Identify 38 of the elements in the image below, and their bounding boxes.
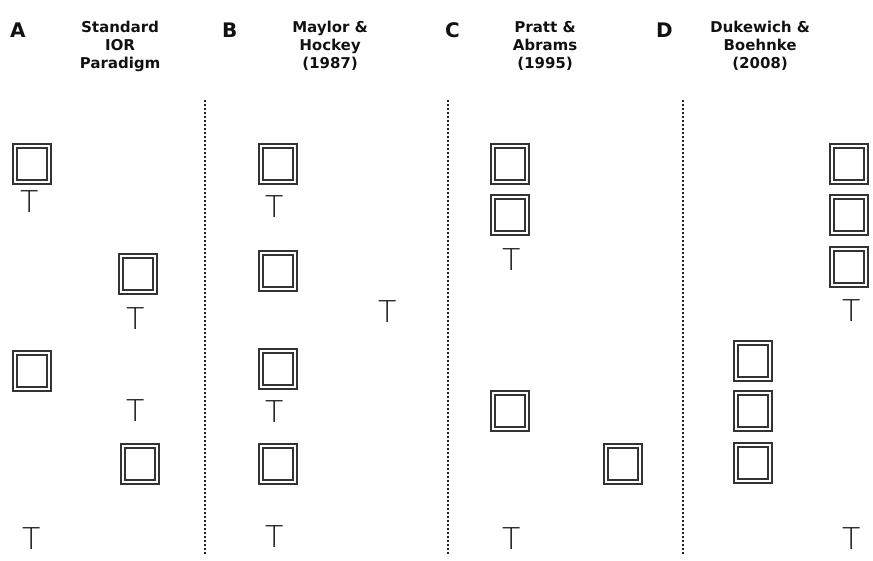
panel-letter: C [445,18,460,42]
target-letter: T [265,193,284,223]
target-letter: T [22,525,40,555]
double-square [258,443,298,485]
double-square [490,194,530,236]
target-letter: T [502,246,520,276]
target-letter: T [126,305,144,335]
target-letter: T [842,525,860,555]
double-square [490,390,530,432]
double-square [120,443,160,485]
double-square [829,246,869,288]
double-square [490,143,530,185]
double-square [829,194,869,236]
double-square [258,250,298,292]
double-square [603,443,643,485]
target-letter: T [20,188,38,218]
panel-letter: A [10,18,26,42]
target-letter: T [265,523,284,553]
panel-heading: Pratt & Abrams (1995) [512,18,578,72]
target-letter: T [126,397,144,427]
double-square [733,390,773,432]
target-letter: T [265,398,284,428]
double-square [258,348,298,390]
double-square [733,340,773,382]
panel-heading: Maylor & Hockey (1987) [291,18,369,72]
panel-letter: B [222,18,238,42]
panel-heading: Standard IOR Paradigm [78,18,162,72]
double-square [733,442,773,484]
double-square [829,143,869,185]
target-letter: T [502,525,520,555]
double-square [12,350,52,392]
target-letter: T [842,297,860,327]
panel-heading: Dukewich & Boehnke (2008) [709,18,811,72]
double-square [258,143,298,185]
double-square [118,253,158,295]
double-square [12,143,52,185]
target-letter: T [378,298,396,328]
panel-letter: D [656,18,673,42]
